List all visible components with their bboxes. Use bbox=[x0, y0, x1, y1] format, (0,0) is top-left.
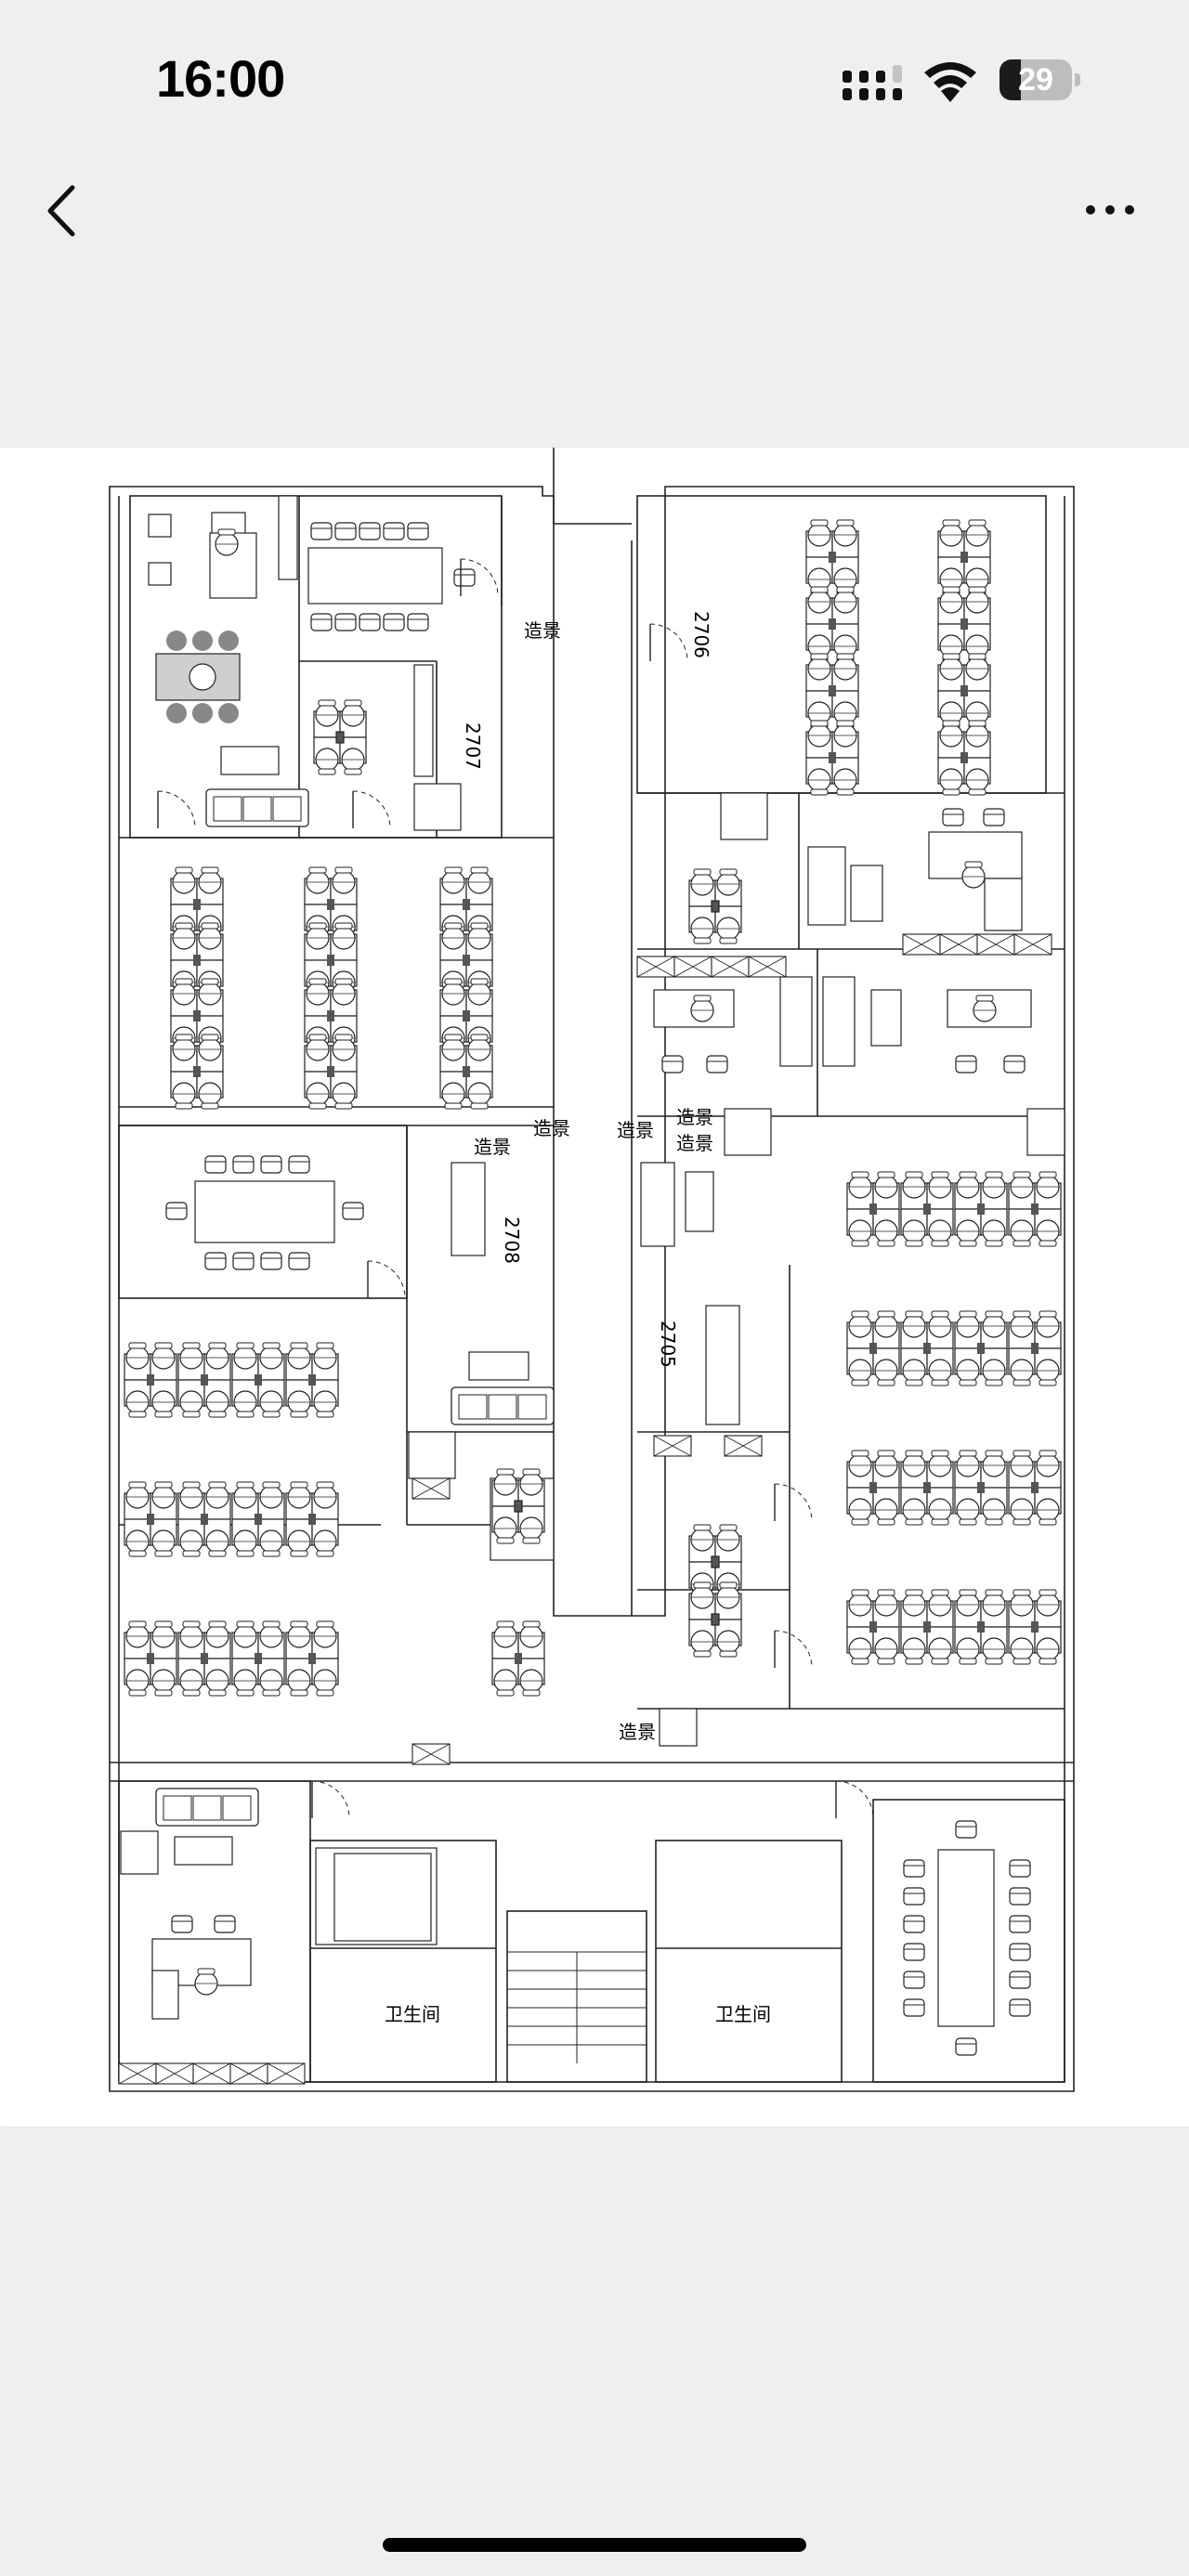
back-button[interactable] bbox=[37, 178, 93, 243]
restroom-label: 卫生间 bbox=[715, 2003, 771, 2025]
battery-fill bbox=[1000, 59, 1021, 100]
room-2706-label: 2706 bbox=[690, 611, 712, 658]
battery-icon: 29 bbox=[1000, 59, 1081, 100]
chevron-left-icon bbox=[47, 185, 75, 237]
home-indicator[interactable] bbox=[383, 2538, 806, 2552]
room-2705-label: 2705 bbox=[657, 1321, 679, 1368]
landscape-label: 造景 bbox=[474, 1136, 511, 1158]
landscape-label: 造景 bbox=[619, 1721, 656, 1743]
room-2708-label: 2708 bbox=[501, 1216, 523, 1264]
wifi-icon bbox=[924, 62, 976, 102]
floorplan-document[interactable]: 2707 2708 bbox=[0, 448, 1189, 2127]
room-2707-label: 2707 bbox=[462, 722, 484, 770]
status-time: 16:00 bbox=[156, 49, 285, 108]
landscape-label: 造景 bbox=[617, 1119, 654, 1141]
battery-level: 29 bbox=[1018, 62, 1053, 98]
office-floorplan: 2707 2708 bbox=[109, 448, 1075, 2092]
restroom-label: 卫生间 bbox=[385, 2003, 440, 2025]
cellular-signal-icon bbox=[843, 65, 902, 100]
landscape-label: 造景 bbox=[524, 619, 561, 642]
more-options-button[interactable] bbox=[1078, 189, 1143, 230]
landscape-label: 造景 bbox=[533, 1117, 570, 1139]
landscape-label: 造景 bbox=[676, 1106, 713, 1128]
landscape-label: 造景 bbox=[676, 1132, 713, 1154]
status-bar: 16:00 29 bbox=[0, 0, 1189, 139]
nav-bar bbox=[0, 158, 1189, 260]
ellipsis-icon bbox=[1086, 205, 1134, 215]
